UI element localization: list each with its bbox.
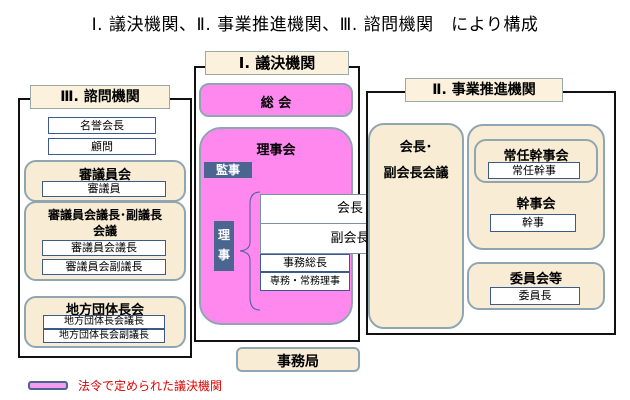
local-heads-chair-box: 地方団体長会議長 bbox=[43, 315, 165, 329]
legend-label: 法令で定められた議決機関 bbox=[78, 379, 223, 393]
auditor-label: 監事 bbox=[204, 162, 252, 178]
advisor-box: 顧問 bbox=[48, 138, 156, 155]
page-title: Ⅰ. 議決機関、Ⅱ. 事業推進機関、Ⅲ. 諮問機関 により構成 bbox=[91, 15, 539, 35]
secretariat-label: 事務局 bbox=[277, 354, 319, 370]
pres-meeting-title-2: 副会長会議 bbox=[383, 166, 449, 181]
general-assembly-box bbox=[199, 83, 353, 117]
chairs-meeting-title-1: 審議員会議長･副議長 bbox=[47, 208, 162, 222]
directors-label-2: 事 bbox=[217, 248, 230, 262]
council-vice-chair-box: 審議員会副議長 bbox=[42, 259, 166, 275]
exec-title: 幹事会 bbox=[516, 197, 556, 212]
standing-exec-title: 常任幹事会 bbox=[503, 149, 569, 164]
executive-directors-box: 専務・常務理事 bbox=[260, 272, 350, 291]
local-heads-title: 地方団体長会 bbox=[65, 303, 144, 318]
committees-title: 委員会等 bbox=[509, 272, 562, 287]
council-member-box: 審議員 bbox=[42, 181, 166, 197]
council-chair-box: 審議員会議長 bbox=[42, 240, 166, 256]
advisory-tag: Ⅲ. 諮問機関 bbox=[30, 85, 170, 109]
council-title: 審議員会 bbox=[78, 168, 131, 183]
brace-icon bbox=[239, 191, 261, 311]
committees-member-box: 委員長 bbox=[490, 287, 580, 305]
exec-member-box: 幹事 bbox=[490, 214, 576, 232]
directors-label-1: 理 bbox=[217, 228, 230, 242]
chairs-meeting-title-2: 会議 bbox=[92, 224, 117, 238]
honorary-chair-box: 名誉会長 bbox=[48, 117, 156, 134]
directors-label: 理 事 bbox=[214, 221, 234, 271]
local-heads-vice-chair-box: 地方団体長会副議長 bbox=[43, 329, 165, 343]
general-assembly-label: 総 会 bbox=[260, 96, 292, 111]
pres-meeting-title-1: 会長･ bbox=[399, 140, 433, 155]
secretary-general-box: 事務総長 bbox=[260, 254, 350, 272]
business-tag: Ⅱ. 事業推進機関 bbox=[405, 78, 563, 102]
pres-meeting-group bbox=[368, 123, 464, 329]
legend-swatch bbox=[28, 381, 68, 390]
secretariat-box bbox=[236, 347, 360, 372]
board-title: 理事会 bbox=[256, 143, 296, 158]
decision-tag: Ⅰ. 議決機関 bbox=[205, 51, 349, 75]
standing-exec-member-box: 常任幹事 bbox=[488, 162, 580, 179]
